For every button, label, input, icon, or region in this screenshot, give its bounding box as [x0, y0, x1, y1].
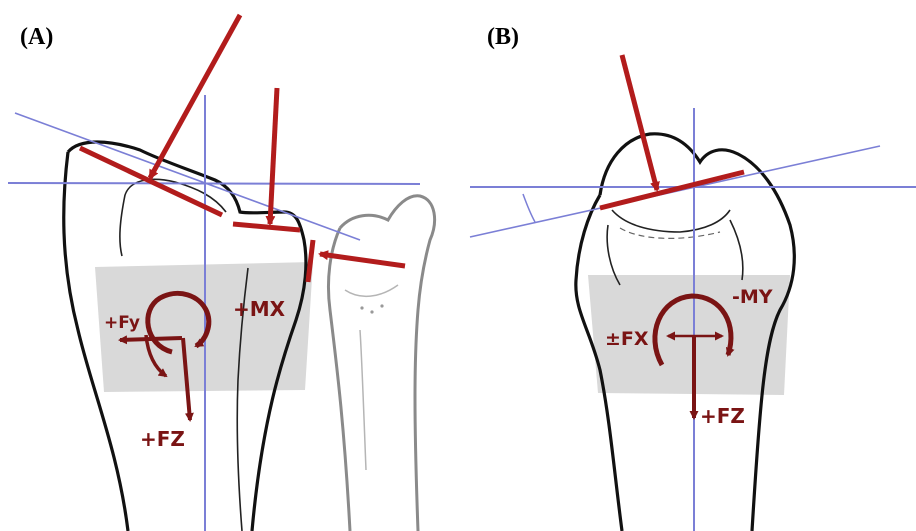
articular-surface-line-b	[600, 172, 744, 208]
label-fz-a: +FZ	[140, 427, 185, 451]
panel-a: +Fy +MX +FZ	[8, 15, 435, 531]
label-mx: +MX	[233, 297, 286, 321]
bone-dot	[380, 304, 383, 307]
articular-dashed-b	[620, 228, 720, 238]
tilt-angle-arc	[523, 194, 535, 222]
label-fz-b: +FZ	[700, 404, 745, 428]
load-arrow-b	[622, 55, 657, 190]
articular-surface-line-2	[233, 224, 300, 230]
bone-dot	[370, 310, 373, 313]
load-arrow-2	[270, 88, 277, 224]
force-arrow-fy	[120, 338, 182, 340]
label-my: -MY	[732, 286, 773, 308]
articular-contour-b	[607, 210, 743, 285]
label-fy: +Fy	[104, 313, 140, 333]
load-arrow-1	[150, 15, 240, 178]
panel-b: ±FX -MY +FZ	[470, 55, 916, 531]
load-arrow-3	[320, 254, 405, 266]
articular-surface-line-3	[308, 240, 313, 282]
label-fx: ±FX	[605, 328, 649, 350]
reference-horizontal-a	[8, 183, 420, 184]
bone-dot	[360, 306, 363, 309]
secondary-bone-outline	[328, 196, 434, 531]
